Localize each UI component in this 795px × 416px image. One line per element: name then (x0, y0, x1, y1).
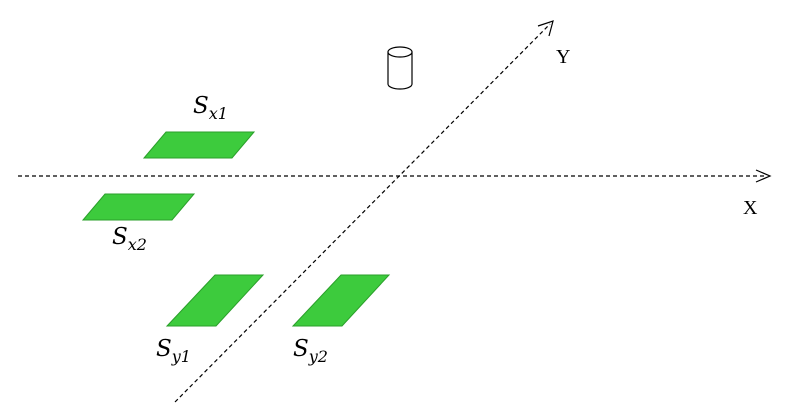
sensor-pad-x2 (81, 193, 196, 221)
sensor-label-main: S (112, 224, 128, 250)
sensor-label-y2: Sy2 (293, 336, 328, 366)
sensor-label-sub: y2 (308, 347, 328, 366)
x-axis-arrowhead (755, 169, 772, 183)
sensor-label-main: S (293, 336, 309, 362)
sensor-label-x1: Sx1 (193, 93, 228, 123)
sensor-label-sub: x1 (209, 104, 228, 123)
x-axis-label: X (743, 197, 758, 219)
y-axis-line (174, 23, 551, 403)
sensor-label-sub: y1 (171, 347, 191, 366)
sensor-label-y1: Sy1 (156, 336, 191, 366)
sensor-pad-y2 (291, 274, 391, 327)
sensor-label-main: S (156, 336, 172, 362)
sensor-label-sub: x2 (128, 235, 147, 254)
sensor-pad-x1 (142, 131, 256, 159)
sensor-label-main: S (193, 93, 209, 119)
sensor-pad-y1 (165, 274, 265, 327)
y-axis-arrowhead (537, 20, 554, 37)
cylinder-icon (387, 46, 413, 90)
sensor-label-x2: Sx2 (112, 224, 147, 254)
y-axis-label: Y (556, 46, 570, 68)
